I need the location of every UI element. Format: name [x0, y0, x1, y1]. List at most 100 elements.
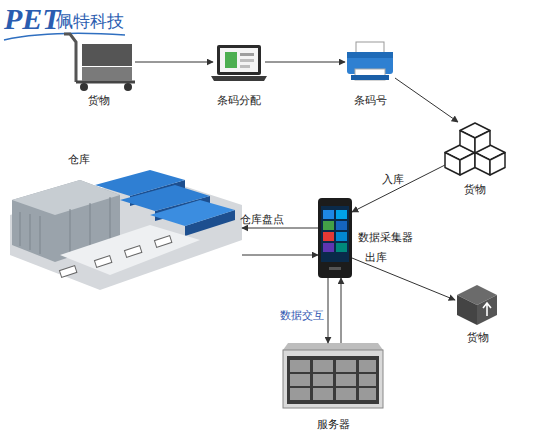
node-label: 数据采集器 — [358, 231, 413, 244]
drive-bay — [290, 374, 310, 386]
node-label: 条码分配 — [203, 94, 275, 107]
laptop-base — [211, 76, 267, 81]
up-arrow-symbol — [483, 303, 491, 316]
hand-truck-icon — [64, 34, 135, 91]
drive-bay — [359, 374, 376, 386]
edge-label: 出库 — [365, 251, 387, 264]
cube-face — [445, 153, 460, 176]
flow-arrow — [328, 278, 329, 343]
cube-face — [460, 131, 475, 154]
drive-bay — [290, 388, 310, 400]
server-node: 服务器 — [283, 343, 383, 413]
drive-bay — [359, 388, 376, 400]
node-label: 货物 — [62, 94, 135, 107]
drive-bay — [313, 374, 333, 386]
node-label: 仓库 — [68, 153, 90, 166]
drive-bay — [290, 360, 310, 372]
collector-node: 数据采集器 — [318, 198, 352, 278]
cubes-icon — [445, 123, 505, 175]
screen-tile — [323, 243, 334, 252]
cart-node: 货物 — [62, 32, 135, 88]
device-button — [329, 267, 341, 270]
truck — [94, 256, 111, 268]
cube-face — [460, 153, 475, 176]
warehouse-node: 仓库 — [10, 175, 242, 285]
logo-letters: PET — [4, 3, 61, 35]
cube-face — [490, 153, 505, 176]
server-panel — [287, 356, 379, 404]
cargo-box — [82, 44, 132, 66]
printer-icon — [347, 42, 393, 80]
box-face — [477, 295, 497, 325]
screen-tile — [323, 210, 334, 219]
edge-label: 仓库盘点 — [240, 213, 284, 226]
flow-arrow — [265, 62, 345, 63]
blue-roof — [150, 200, 235, 226]
wheel — [80, 83, 88, 91]
node-label: 货物 — [450, 331, 505, 344]
node-label: 条码号 — [340, 94, 400, 107]
drive-bay — [336, 388, 356, 400]
wall-stripe — [110, 197, 111, 243]
drive-bay — [336, 360, 356, 372]
drive-bay — [359, 360, 376, 372]
wall-stripe — [20, 212, 21, 246]
edge-label: 数据交互 — [280, 308, 324, 321]
logo-company-name: 佩特科技 — [56, 11, 124, 31]
wall-stripe — [40, 216, 41, 254]
laptop-node: 条码分配 — [213, 44, 265, 80]
printer-tray — [351, 75, 389, 80]
drive-bay — [313, 388, 333, 400]
printer-top — [347, 52, 393, 58]
drive-bays — [290, 360, 376, 400]
loading-yard — [60, 225, 200, 275]
cube-face — [475, 131, 490, 154]
drive-bay — [313, 360, 333, 372]
cargo-box — [82, 67, 132, 81]
drive-bay — [336, 374, 356, 386]
node-label: 货物 — [445, 183, 505, 196]
screen-content — [240, 59, 254, 62]
screen-tile — [336, 232, 347, 241]
screen-tile — [323, 232, 334, 241]
truck — [59, 266, 76, 278]
node-label: 服务器 — [283, 418, 383, 431]
laptop-screen-frame — [217, 45, 261, 75]
screen-tile — [336, 221, 347, 230]
screen-tile — [323, 221, 334, 230]
screen-tile — [336, 243, 347, 252]
warehouse-illustration — [10, 170, 242, 290]
screen-content — [225, 52, 237, 68]
flow-arrow — [242, 255, 318, 256]
box-icon — [457, 285, 497, 325]
flow-arrow — [352, 258, 455, 300]
wheel — [124, 83, 132, 91]
truck — [124, 246, 141, 258]
screen-content — [240, 53, 254, 56]
server-top — [283, 343, 383, 350]
truck-handle — [64, 34, 76, 82]
flow-arrow — [352, 165, 445, 212]
flow-arrow — [135, 62, 213, 63]
flow-arrow — [242, 228, 318, 229]
server-body — [283, 350, 383, 408]
data-collector-icon — [318, 198, 352, 278]
server-icon — [283, 343, 383, 408]
wall-stripe — [90, 203, 91, 250]
wall-stripe — [30, 214, 31, 250]
edge-label: 入库 — [382, 172, 404, 185]
box-face — [457, 295, 477, 325]
screen-tile — [336, 210, 347, 219]
truck — [154, 236, 171, 248]
cube-face — [475, 153, 490, 176]
device-screen — [321, 206, 349, 262]
flow-arrow — [395, 78, 458, 122]
flow-arrow — [341, 278, 342, 343]
screen-content — [240, 65, 250, 68]
laptop-icon — [211, 45, 267, 81]
cubes-node: 货物 — [445, 122, 505, 177]
box-node: 货物 — [455, 285, 500, 325]
printer-node: 条码号 — [345, 42, 395, 82]
laptop-screen — [220, 48, 258, 72]
wall-stripe — [70, 209, 71, 256]
